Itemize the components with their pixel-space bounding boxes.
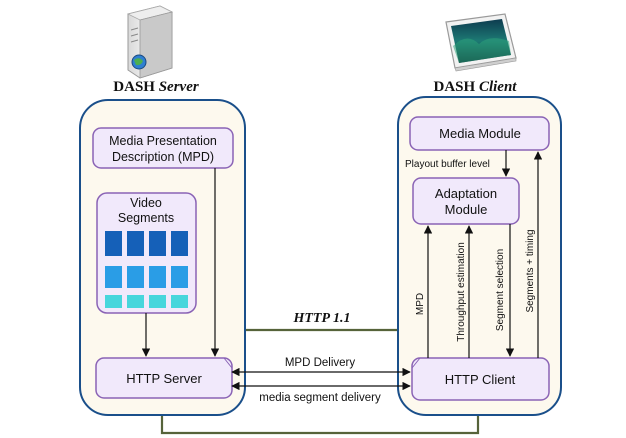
mpd-vertical-label: MPD [415,293,426,315]
http-server-box [95,357,233,399]
network-link-loop [160,415,480,435]
server-tower-icon [126,5,174,79]
http-client-corner-connector [411,357,421,369]
adaptation-module-box [412,177,520,225]
client-title: DASH Client [434,79,518,95]
video-segment-block [171,266,188,288]
mpd-delivery-label: MPD Delivery [285,357,356,369]
segment-selection-vertical-label: Segment selection [495,249,506,331]
http-client-box [411,357,550,401]
video-segment-block [149,295,166,308]
video-segments-label-line1: Video [130,196,162,210]
media-segment-delivery-label: media segment delivery [259,392,381,404]
video-segments-label-line2: Segments [118,211,174,225]
video-segment-block [105,295,122,308]
http-server-label: HTTP Server [126,371,202,386]
tablet-device-icon [445,13,517,72]
video-segment-block [127,266,144,288]
video-segment-block [171,231,188,256]
mpd-label-line1: Media Presentation [109,134,217,148]
mpd-label-line2: Description (MPD) [112,150,214,164]
http-server-corner-connector [223,357,233,369]
video-segment-block [149,231,166,256]
throughput-vertical-label: Throughput estimation [456,242,467,342]
playout-buffer-label: Playout buffer level [405,159,490,170]
video-segment-block [127,231,144,256]
media-module-box [409,116,550,151]
http-client-label: HTTP Client [445,372,516,387]
adaptation-label-line2: Module [445,202,488,217]
client-panel [397,96,562,416]
video-segment-block [105,266,122,288]
video-segment-block [171,295,188,308]
video-segment-block [105,231,122,256]
video-segment-block [149,266,166,288]
mpd-box [92,127,234,169]
segment-grid [105,231,188,308]
media-module-label: Media Module [439,126,521,141]
http-version-label: HTTP 1.1 [292,311,350,326]
video-segment-block [127,295,144,308]
adaptation-label-line1: Adaptation [435,186,497,201]
segments-timing-vertical-label: Segments + timing [525,229,536,312]
server-title: DASH Server [113,79,199,95]
